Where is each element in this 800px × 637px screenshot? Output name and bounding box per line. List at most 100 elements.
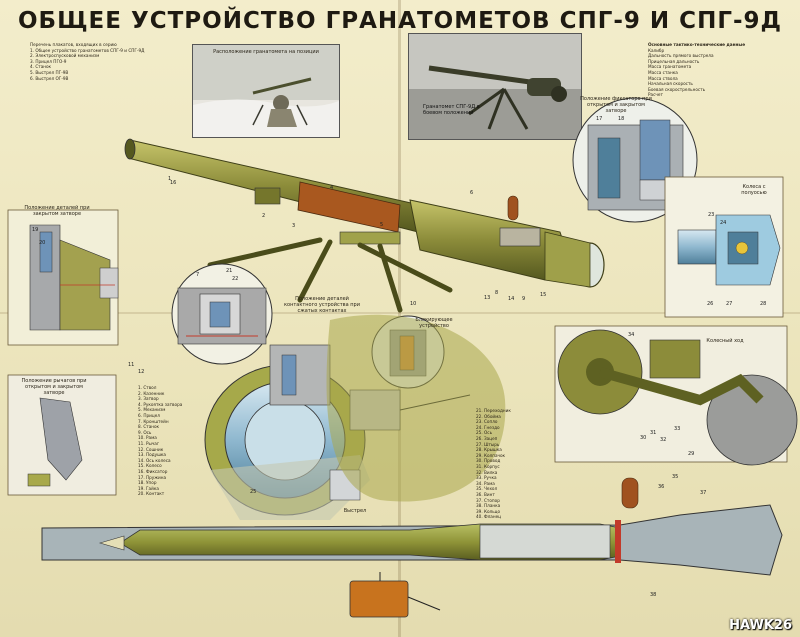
list-item: 37. Стопор xyxy=(476,497,500,503)
part-number: 10 xyxy=(410,301,417,307)
list-item: 34. Рама xyxy=(476,480,495,486)
part-number: 6 xyxy=(470,190,474,196)
part-number: 31 xyxy=(650,430,657,436)
wheel-travel-inset xyxy=(554,325,798,466)
list-item: 26. Зацеп xyxy=(476,435,498,441)
specs-row: Расчет xyxy=(648,92,663,98)
list-item: 2. Электроспусковой механизм xyxy=(30,53,100,59)
part-number: 20 xyxy=(39,240,46,246)
part-number: 30 xyxy=(640,435,647,441)
callout-safety: Блокирующее устройство xyxy=(415,317,453,329)
specs-row: Дальность прямого выстрела xyxy=(648,53,714,59)
part-number: 8 xyxy=(495,290,499,296)
list-item: 4. Рукоятка затвора xyxy=(138,401,183,407)
part-number: 9 xyxy=(522,296,526,302)
list-item: 14. Ось колеса xyxy=(138,457,171,463)
list-item: 22. Обойма xyxy=(476,413,501,419)
rocket-shell-cutaway xyxy=(41,477,783,618)
list-item: 13. Подушка xyxy=(138,452,167,458)
list-item: 16. Фиксатор xyxy=(138,468,168,474)
list-item: 1. Ствол xyxy=(138,385,157,390)
callout-fixator: Положение фиксатора при открытом и закры… xyxy=(580,96,652,114)
lever-inset xyxy=(7,374,117,496)
specs-row: Масса гранатомета xyxy=(648,64,692,70)
part-number: 21 xyxy=(226,268,233,274)
list-item: 20. Контакт xyxy=(138,491,165,497)
part-number: 29 xyxy=(688,451,695,457)
part-number: 25 xyxy=(250,489,257,495)
part-number: 36 xyxy=(658,484,665,490)
list-item: 9. Ось xyxy=(138,429,152,435)
list-item: 7. Кронштейн xyxy=(138,418,169,424)
part-number: 28 xyxy=(760,301,767,307)
parts-list-a: 1. Ствол 2. Казенник 3. Затвор 4. Рукоят… xyxy=(138,385,182,497)
list-item: 1. Общее устройство гранатометов СПГ-9 и… xyxy=(30,47,145,53)
part-number: 15 xyxy=(540,292,547,298)
part-number: 1 xyxy=(168,176,172,182)
specs-table: Основные тактико-технические данные Кали… xyxy=(648,42,778,98)
part-number: 35 xyxy=(672,474,679,480)
list-item: 24. Гнездо xyxy=(476,424,500,430)
part-number: 24 xyxy=(720,220,727,226)
list-item: 27. Штырь xyxy=(476,441,500,447)
callout-trigger-parts: Положение деталей при закрытом затворе xyxy=(24,205,90,217)
list-item: 19. Гайка xyxy=(138,485,159,491)
list-item: 39. Кольцо xyxy=(476,508,501,514)
photo-position-caption: Расположение гранатомета на позиции xyxy=(213,49,319,55)
part-number: 2 xyxy=(262,213,266,219)
specs-row: Боевая скорострельность xyxy=(648,86,706,92)
part-number: 38 xyxy=(650,592,657,598)
specs-row: Калибр xyxy=(648,47,665,53)
part-number: 14 xyxy=(508,296,515,302)
callout-lever: Положение рычагов при открытом и закрыто… xyxy=(21,378,87,396)
photo-firing-position-illustration xyxy=(193,45,339,137)
list-item: 21. Переходник xyxy=(476,408,511,413)
list-item: 23. Сопло xyxy=(476,419,498,425)
list-item: 8. Станок xyxy=(138,424,160,430)
list-item: 12. Сошник xyxy=(138,446,164,452)
olive-background-shape xyxy=(326,314,506,502)
list-item: 3. Затвор xyxy=(138,396,159,402)
part-number: 13 xyxy=(484,295,491,301)
parts-list-b: 21. Переходник 22. Обойма 23. Сопло 24. … xyxy=(476,408,511,520)
list-item: 38. Планка xyxy=(476,503,501,509)
list-item: 3. Прицел ПГО-9 xyxy=(30,58,67,64)
watermark: HAWK26 xyxy=(729,618,792,633)
list-item: 15. Колесо xyxy=(138,463,162,469)
list-item: 32. Вилка xyxy=(476,469,498,475)
photo-spg9d-caption: Гранатомет СПГ-9Д в боевом положении xyxy=(423,104,480,116)
part-number: 26 xyxy=(707,301,714,307)
photo-spg9d: Гранатомет СПГ-9Д в боевом положении xyxy=(408,33,582,140)
list-item: 11. Рычаг xyxy=(138,440,160,446)
part-number: 34 xyxy=(628,332,635,338)
list-item: 10. Рама xyxy=(138,435,157,441)
part-number: 37 xyxy=(700,490,707,496)
spg9-launcher xyxy=(124,138,605,288)
contact-device-magnifier xyxy=(171,263,273,365)
list-item: 6. Прицел xyxy=(138,412,160,418)
list-item: 5. Механизм xyxy=(138,407,166,413)
list-item: 2. Казенник xyxy=(138,390,165,396)
part-number: 18 xyxy=(618,116,625,122)
list-item: 17. Пружина xyxy=(138,474,167,480)
part-number: 7 xyxy=(196,272,200,278)
specs-row: Начальная скорость xyxy=(648,81,693,87)
part-number: 4 xyxy=(330,185,334,191)
callout-breech: Положение деталей контактного устройства… xyxy=(284,296,360,314)
specs-row: Масса станка xyxy=(648,69,678,75)
part-number: 19 xyxy=(32,227,39,233)
list-item: 30. Провод xyxy=(476,458,501,464)
part-number: 33 xyxy=(674,426,681,432)
list-item: 5. Выстрел ПГ-9В xyxy=(30,69,69,75)
photo-spg9d-illustration xyxy=(409,34,581,139)
specs-row: Масса ствола xyxy=(648,75,678,81)
list-item: 4. Станок xyxy=(30,64,52,70)
fold-line-horizontal xyxy=(0,312,800,314)
callout-shell: Выстрел xyxy=(343,508,367,514)
part-number: 27 xyxy=(726,301,733,307)
wheel-axle-inset xyxy=(664,176,784,318)
list-item: 40. Фланец xyxy=(476,514,502,520)
list-item: 31. Корпус xyxy=(476,463,500,469)
